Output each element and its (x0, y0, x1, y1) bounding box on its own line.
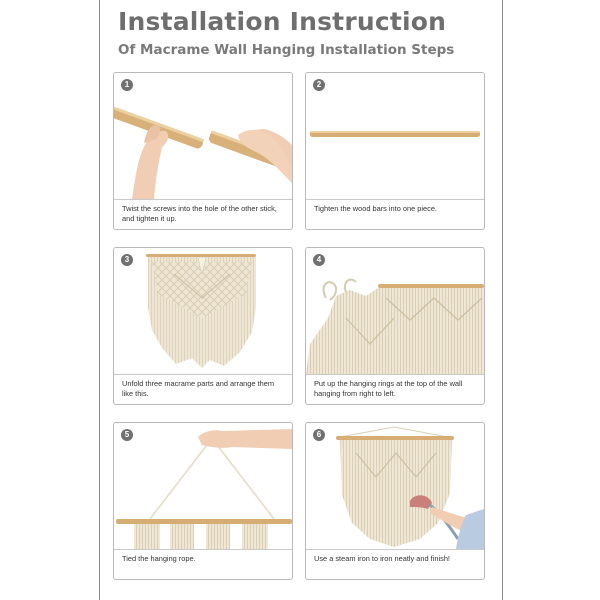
step-4-card: 4 Put up the hanging rings at the top of… (305, 247, 485, 405)
step-number-badge: 3 (121, 254, 133, 266)
step-4-caption: Put up the hanging rings at the top of t… (306, 374, 484, 404)
step-5-caption: Tied the hanging rope. (114, 549, 292, 579)
page-title: Installation Instruction (118, 7, 447, 36)
step-3-card: 3 Unfold three macrame parts and arrange… (113, 247, 293, 405)
step-2-card: 2 Tighten the wood bars into one piece. (305, 72, 485, 230)
step-6-caption: Use a steam iron to iron neatly and fini… (306, 549, 484, 579)
step-1-caption: Twist the screws into the hole of the ot… (114, 199, 292, 229)
page-subtitle: Of Macrame Wall Hanging Installation Ste… (118, 42, 455, 58)
step-5-photo (114, 423, 292, 549)
step-6-photo (306, 423, 484, 549)
step-1-photo (114, 73, 292, 199)
step-4-photo (306, 248, 484, 374)
step-2-caption: Tighten the wood bars into one piece. (306, 199, 484, 229)
step-5-card: 5 Tied the hanging rope. (113, 422, 293, 580)
step-number-badge: 4 (313, 254, 325, 266)
step-3-caption: Unfold three macrame parts and arrange t… (114, 374, 292, 404)
step-number-badge: 2 (313, 79, 325, 91)
step-2-photo (306, 73, 484, 199)
step-number-badge: 5 (121, 429, 133, 441)
step-3-photo (114, 248, 292, 374)
step-6-card: 6 Use a steam iron to iron neatly and fi… (305, 422, 485, 580)
step-number-badge: 1 (121, 79, 133, 91)
step-1-card: 1 Twist the screws into the hole of the … (113, 72, 293, 230)
step-number-badge: 6 (313, 429, 325, 441)
